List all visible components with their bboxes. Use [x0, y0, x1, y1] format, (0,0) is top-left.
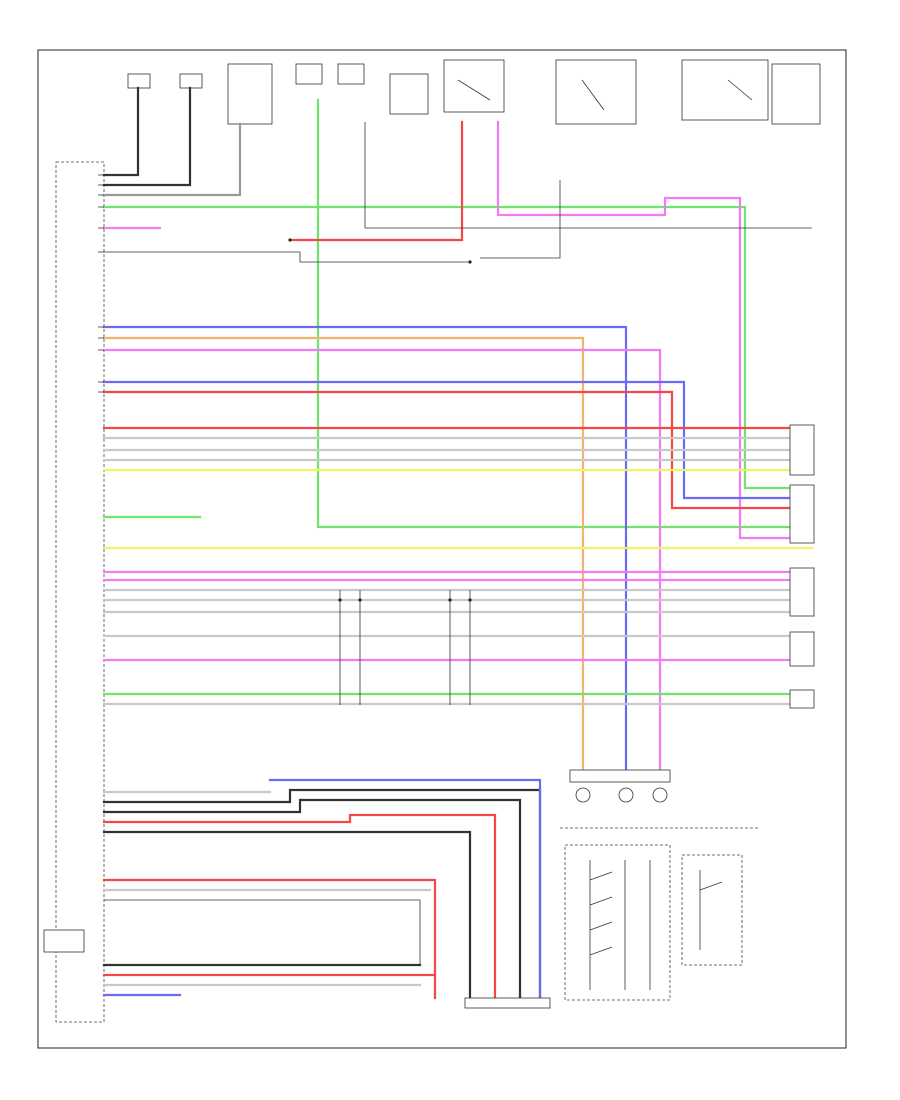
low-black-3	[102, 830, 472, 1000]
diagram-frame	[37, 49, 847, 1049]
wire-black-2	[102, 86, 192, 187]
left-steering-switch	[564, 844, 671, 1001]
wire-green-1	[102, 205, 814, 490]
top-switches	[457, 79, 753, 111]
bottom-connector	[464, 997, 551, 1009]
low-red-1	[102, 813, 497, 1000]
top-component-labels	[127, 59, 821, 125]
wire-blue-1	[102, 325, 628, 772]
wire-green-2	[316, 98, 814, 529]
steering-switch-connector	[560, 769, 760, 829]
junction-dots	[288, 238, 472, 602]
right-steering-switch	[681, 854, 743, 966]
low-red-2	[102, 878, 437, 1000]
low-black-4	[104, 899, 421, 965]
wire-orange-1	[102, 336, 585, 772]
wire-black-1	[102, 86, 140, 177]
left-pin-ticks	[98, 174, 104, 393]
wire-black-mid	[104, 251, 470, 263]
wire-red-top	[288, 120, 464, 242]
low-blue-1	[268, 778, 542, 1000]
wire-blue-2	[102, 380, 814, 500]
main-unit-boundary	[55, 161, 105, 1023]
low-black-2	[102, 798, 522, 1000]
wire-pink-top	[496, 120, 814, 540]
left-bottom-label	[43, 929, 85, 953]
right-connector-labels	[789, 424, 815, 709]
wire-gray-1	[102, 122, 242, 197]
wire-pink-3	[102, 348, 662, 772]
wire-black-mid3	[480, 180, 561, 259]
wire-black-mid2	[364, 122, 812, 229]
